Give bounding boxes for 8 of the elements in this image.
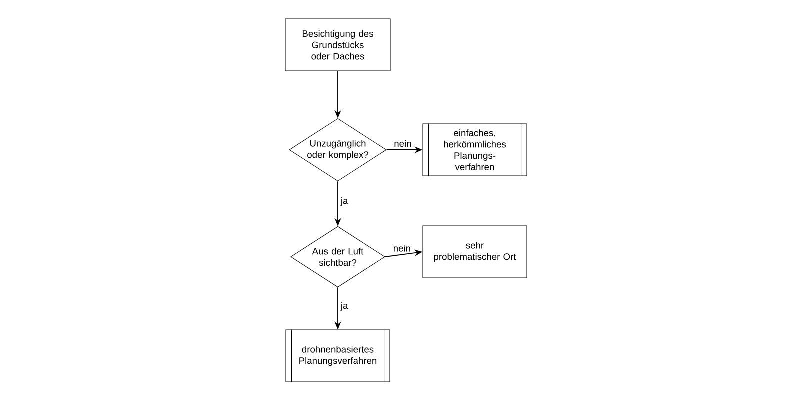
process-box: sehr problematischer Ort <box>422 226 528 278</box>
edge-label: nein <box>394 140 412 148</box>
edge-label: ja <box>340 197 348 206</box>
edge-label: ja <box>340 302 348 311</box>
predefined-process-box: drohnenbasiertes Planungsverfahren <box>286 329 390 383</box>
edge-label: nein <box>394 244 410 252</box>
predefined-process-box: einfaches, herkömmliches Planungs- verfahren <box>422 123 528 177</box>
process-box: Besichtigung des Grundstücks oder Daches <box>285 18 391 72</box>
